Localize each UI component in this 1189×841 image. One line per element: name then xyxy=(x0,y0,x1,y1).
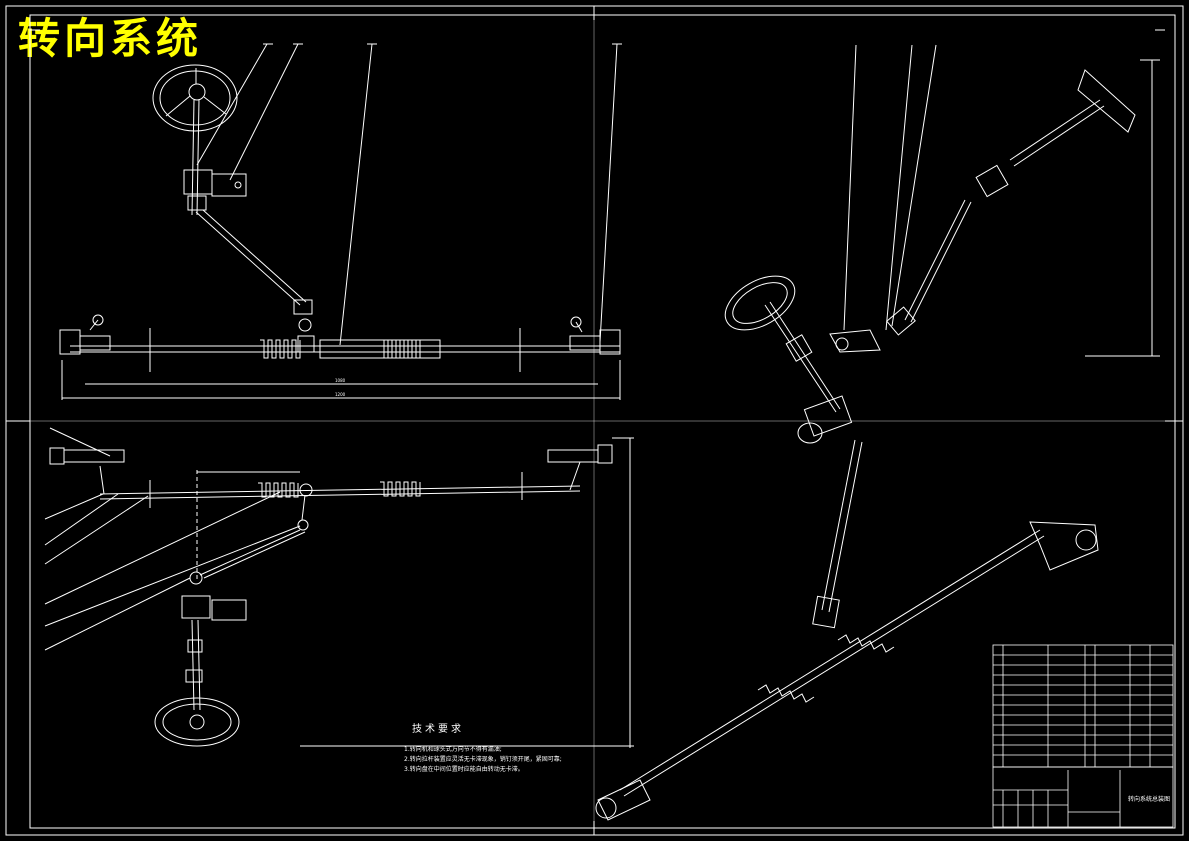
svg-text:1080: 1080 xyxy=(335,378,346,383)
technical-requirements: 技术要求 1.转向机和球头式万向节不得有漏油; 2.转向拉杆装置应灵活无卡滞现象… xyxy=(404,720,562,775)
tech-req-heading: 技术要求 xyxy=(412,724,464,735)
front-view: 1080 1200 xyxy=(59,43,622,400)
title-block-name: 转向系统总装图 xyxy=(1128,795,1170,803)
title-block xyxy=(992,766,1174,828)
isometric-view xyxy=(595,44,1160,821)
top-view xyxy=(44,427,634,748)
svg-text:1200: 1200 xyxy=(335,392,346,397)
tech-req-item-3: 3.转向盘在中间位置时应能自由转动无卡滞。 xyxy=(404,766,524,773)
tech-req-item-2: 2.转向拉杆装置应灵活无卡滞现象，销钉须开尾，紧固可靠; xyxy=(404,756,562,763)
parts-list xyxy=(992,644,1174,768)
tech-req-item-1: 1.转向机和球头式万向节不得有漏油; xyxy=(404,746,502,753)
drawing-title: 转向系统 xyxy=(18,14,203,63)
outer-border xyxy=(5,5,1184,836)
